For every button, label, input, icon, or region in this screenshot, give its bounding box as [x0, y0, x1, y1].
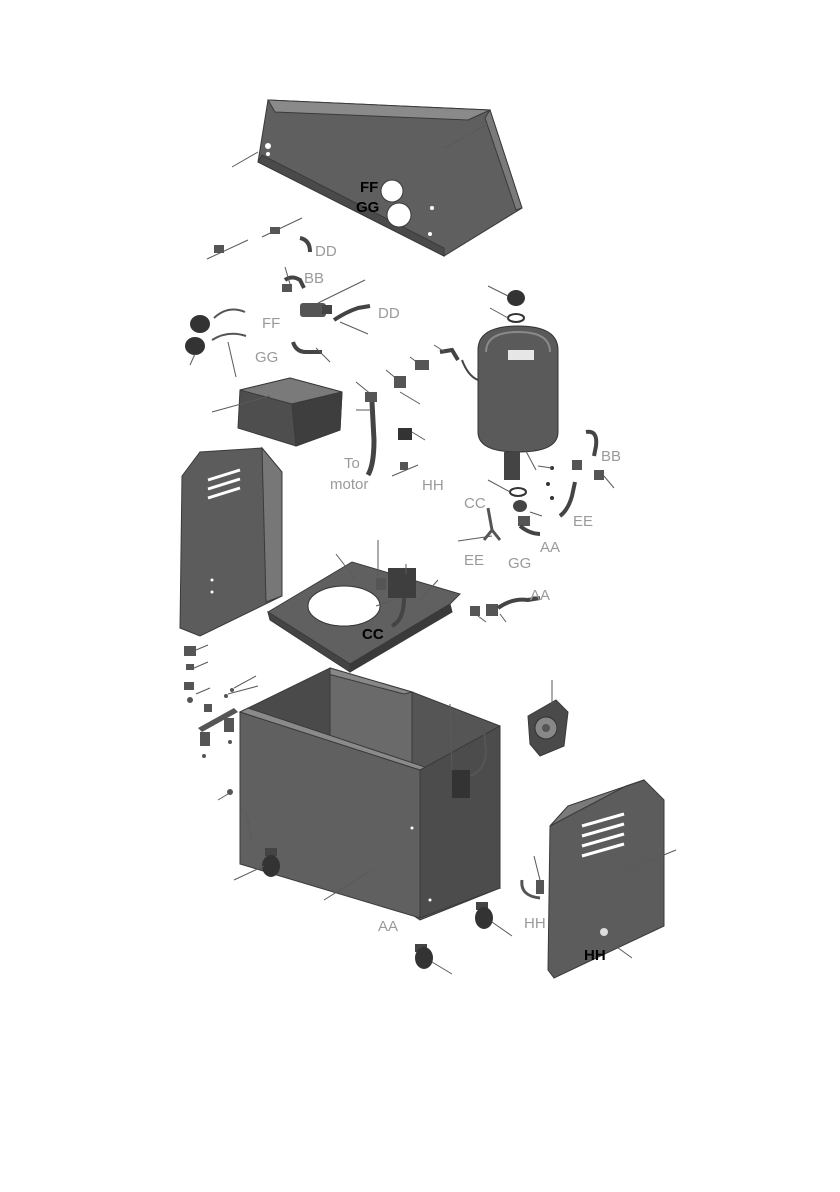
label-to-motor-line1: To [344, 455, 360, 472]
label-cc-right: CC [464, 495, 486, 512]
label-to-motor-line2: motor [330, 476, 368, 493]
label-ee-left: EE [464, 552, 484, 569]
right-side-panel [548, 780, 676, 978]
label-ee-right: EE [573, 513, 593, 530]
label-ff-panel: FF [360, 179, 378, 196]
label-aa-hose: AA [530, 587, 550, 604]
label-hh-panel: HH [584, 947, 606, 964]
label-bb-right: BB [601, 448, 621, 465]
label-cc-plate: CC [362, 626, 384, 643]
center-fittings-group [356, 345, 478, 476]
label-gg-panel: GG [356, 199, 379, 216]
hh-small-hose [522, 856, 544, 898]
label-ff-left: FF [262, 315, 280, 332]
base-chassis [240, 668, 500, 920]
label-hh-mid: HH [422, 477, 444, 494]
left-side-panel [180, 448, 282, 636]
air-tank [478, 286, 558, 480]
label-hh-side: HH [524, 915, 546, 932]
label-dd-mid: DD [378, 305, 400, 322]
label-dd-top: DD [315, 243, 337, 260]
label-bb-top: BB [304, 270, 324, 287]
base-plate [268, 540, 460, 672]
label-gg-right: GG [508, 555, 531, 572]
label-aa-base: AA [378, 918, 398, 935]
control-box [212, 378, 342, 446]
label-aa-right: AA [540, 539, 560, 556]
label-gg-left: GG [255, 349, 278, 366]
cooling-fan [528, 680, 568, 756]
